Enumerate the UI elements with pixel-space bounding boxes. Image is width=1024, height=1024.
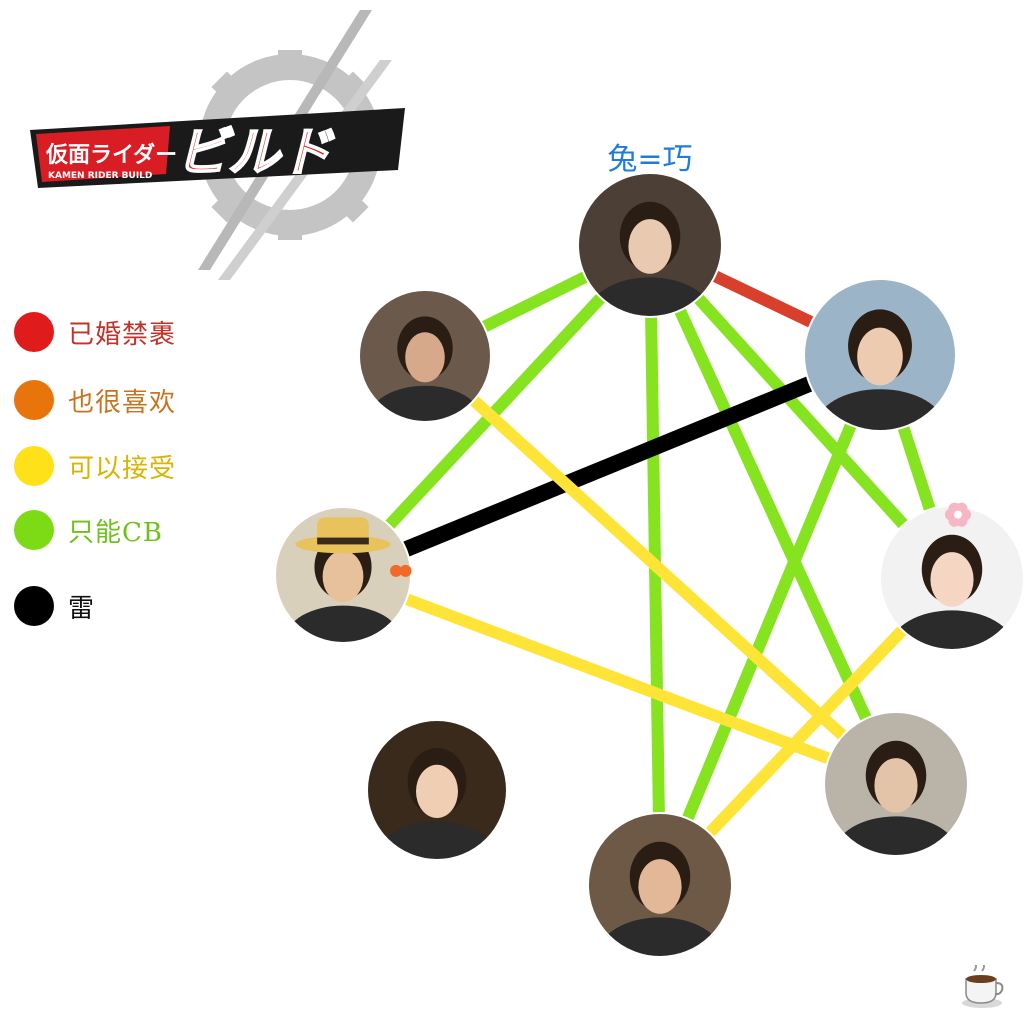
edge-top-mid-right — [645, 240, 957, 583]
nodes-layer — [274, 172, 1024, 958]
man-suit-glasses-portrait — [824, 712, 968, 856]
young-man-fist-portrait — [804, 279, 956, 431]
legend-label: 已婚禁裹 — [68, 319, 177, 350]
edge-mid-left-lower-right — [340, 569, 899, 790]
legend-dot — [14, 380, 54, 420]
girl-bob-hair-flower-portrait — [880, 506, 1024, 650]
node-top — [577, 172, 723, 318]
node-bottom — [587, 812, 733, 958]
edge-top-mid-left — [338, 240, 655, 580]
logo-subtitle-text: KAMEN RIDER BUILD — [48, 171, 152, 181]
legend-item-married: 已婚禁裹 — [14, 310, 176, 354]
node-lower-right — [823, 711, 969, 857]
node-mid-right — [879, 505, 1024, 651]
legend-dot — [14, 586, 54, 626]
node-upper-left — [358, 289, 492, 423]
bearded-man-portrait — [359, 290, 491, 422]
legend-item-acceptable: 可以接受 — [14, 444, 176, 488]
legend-item-cb-only: 只能CB — [14, 508, 163, 552]
young-man-dark-hair-portrait — [578, 173, 722, 317]
node-upper-right — [803, 278, 957, 432]
logo-title-text: ビルド — [176, 123, 335, 183]
legend-label: 也很喜欢 — [68, 387, 177, 418]
edge-upper-right-mid-left — [339, 347, 884, 583]
top-node-label: 兔=巧 — [607, 142, 693, 177]
legend-dot — [14, 510, 54, 550]
edge-upper-right-bottom — [654, 352, 886, 888]
logo-kanji-text: 仮面ライダー — [45, 142, 177, 168]
kamen-rider-build-logo: 仮面ライダー KAMEN RIDER BUILD ビルド — [30, 10, 405, 280]
straw-hat-icon — [295, 517, 412, 577]
legend-dot — [14, 446, 54, 486]
legend-dot — [14, 312, 54, 352]
legend-item-like: 也很喜欢 — [14, 378, 176, 422]
legend-item-dislike: 雷 — [14, 584, 95, 628]
hair-flower-icon — [945, 502, 971, 527]
legend-label: 雷 — [68, 593, 96, 624]
legend-label: 只能CB — [68, 517, 164, 548]
coffee-cup-icon — [962, 965, 1004, 1008]
woman-short-hair-portrait — [367, 720, 507, 860]
node-lower-left — [366, 719, 508, 861]
edge-top-lower-right — [644, 242, 902, 787]
man-fur-hood-portrait — [588, 813, 732, 957]
legend-label: 可以接受 — [68, 453, 177, 484]
